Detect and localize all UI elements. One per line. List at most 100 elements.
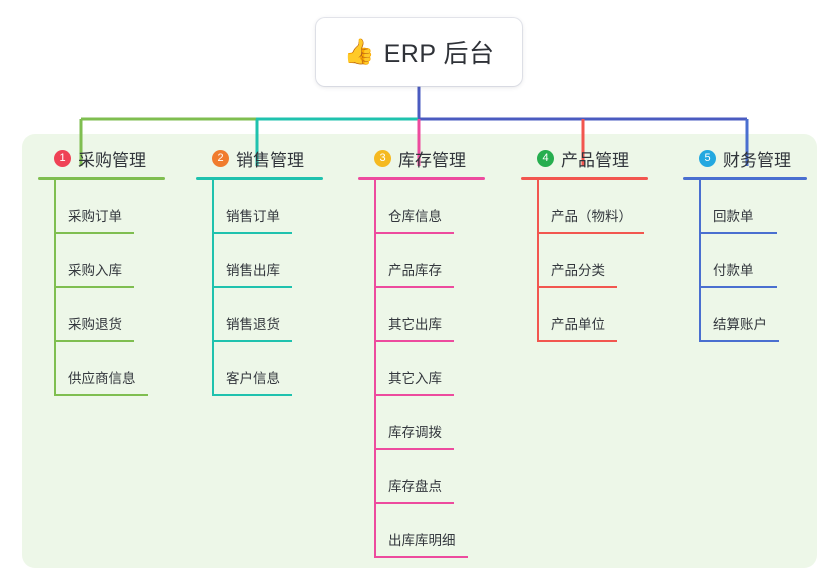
- branch-column-3: 3 库存管理仓库信息产品库存其它出库其它入库库存调拨库存盘点出库库明细: [358, 146, 485, 558]
- branch-spine: [54, 180, 56, 396]
- branch-item-underline: [212, 394, 292, 396]
- branch-item-list: 销售订单销售出库销售退货客户信息: [196, 180, 323, 396]
- branch-title: 财务管理: [723, 150, 791, 170]
- branch-item[interactable]: 产品（物料）: [521, 180, 648, 234]
- branch-item-label: 销售订单: [226, 209, 280, 224]
- branch-item-label: 采购订单: [68, 209, 122, 224]
- branch-column-4: 4 产品管理产品（物料） 产品分类产品单位: [521, 146, 648, 342]
- branch-item-underline: [699, 340, 779, 342]
- root-node-content: 👍 ERP 后台: [343, 34, 494, 70]
- branch-column-1: 1 采购管理采购订单采购入库采购退货供应商信息: [38, 146, 165, 396]
- branch-item[interactable]: 销售出库: [196, 234, 323, 288]
- branch-item-label: 产品库存: [388, 263, 442, 278]
- branch-item-label: 结算账户: [713, 317, 767, 332]
- branch-item-underline: [374, 340, 454, 342]
- branch-item[interactable]: 采购订单: [38, 180, 165, 234]
- branch-item[interactable]: 其它入库: [358, 342, 485, 396]
- branch-underline: [38, 177, 165, 180]
- branch-header-5[interactable]: 5 财务管理: [683, 146, 807, 170]
- branch-item-underline: [699, 232, 777, 234]
- branch-item-underline: [374, 286, 454, 288]
- branch-item[interactable]: 供应商信息: [38, 342, 165, 396]
- branch-item[interactable]: 库存盘点: [358, 450, 485, 504]
- branch-item[interactable]: 产品分类: [521, 234, 648, 288]
- branch-item-underline: [212, 340, 292, 342]
- branch-item-underline: [374, 502, 454, 504]
- branch-item[interactable]: 产品库存: [358, 234, 485, 288]
- branch-item[interactable]: 库存调拨: [358, 396, 485, 450]
- branch-item[interactable]: 其它出库: [358, 288, 485, 342]
- branch-item-list: 产品（物料） 产品分类产品单位: [521, 180, 648, 342]
- branch-spine: [537, 180, 539, 342]
- branch-column-5: 5 财务管理回款单付款单结算账户: [683, 146, 807, 342]
- branch-item-label: 采购退货: [68, 317, 122, 332]
- branch-number-badge: 1: [54, 149, 71, 167]
- branch-item-label: 产品（物料）: [551, 209, 632, 224]
- branch-item-label: 采购入库: [68, 263, 122, 278]
- branch-item-label: 其它入库: [388, 371, 442, 386]
- branch-item-label: 其它出库: [388, 317, 442, 332]
- branch-item-underline: [54, 232, 134, 234]
- branch-title: 库存管理: [398, 150, 466, 170]
- branch-header-3[interactable]: 3 库存管理: [358, 146, 485, 170]
- branch-item[interactable]: 采购入库: [38, 234, 165, 288]
- branch-underline: [521, 177, 648, 180]
- branch-item-underline: [374, 394, 454, 396]
- branch-item-list: 采购订单采购入库采购退货供应商信息: [38, 180, 165, 396]
- branch-item-underline: [54, 340, 134, 342]
- branch-number-badge: 3: [374, 149, 391, 167]
- branch-item-label: 库存调拨: [388, 425, 442, 440]
- branch-item-underline: [374, 232, 454, 234]
- branch-item-underline: [537, 232, 644, 234]
- branch-item-underline: [54, 286, 134, 288]
- branch-item[interactable]: 销售订单: [196, 180, 323, 234]
- branch-item-label: 产品单位: [551, 317, 605, 332]
- branch-item[interactable]: 结算账户: [683, 288, 807, 342]
- branch-number-badge: 5: [699, 149, 716, 167]
- thumbs-up-icon: 👍: [343, 36, 375, 66]
- branch-item-label: 产品分类: [551, 263, 605, 278]
- branch-item[interactable]: 采购退货: [38, 288, 165, 342]
- branch-item[interactable]: 回款单: [683, 180, 807, 234]
- branch-item[interactable]: 销售退货: [196, 288, 323, 342]
- branch-spine: [212, 180, 214, 396]
- branch-item-label: 仓库信息: [388, 209, 442, 224]
- branch-title: 采购管理: [78, 150, 146, 170]
- branch-item-underline: [212, 232, 292, 234]
- branch-item-underline: [212, 286, 292, 288]
- root-node-title: ERP 后台: [383, 40, 495, 68]
- branch-item-underline: [537, 286, 617, 288]
- branch-item[interactable]: 出库库明细: [358, 504, 485, 558]
- branch-item-underline: [374, 556, 468, 558]
- branch-number-badge: 2: [212, 149, 229, 167]
- branch-underline: [196, 177, 323, 180]
- branch-underline: [358, 177, 485, 180]
- branch-header-4[interactable]: 4 产品管理: [521, 146, 648, 170]
- root-node[interactable]: 👍 ERP 后台: [316, 18, 522, 86]
- branch-item-label: 回款单: [713, 209, 754, 224]
- branch-item-underline: [537, 340, 617, 342]
- branch-item[interactable]: 客户信息: [196, 342, 323, 396]
- branch-item-label: 销售出库: [226, 263, 280, 278]
- branch-item-label: 库存盘点: [388, 479, 442, 494]
- branch-item-label: 销售退货: [226, 317, 280, 332]
- branch-title: 产品管理: [561, 150, 629, 170]
- branch-header-1[interactable]: 1 采购管理: [38, 146, 165, 170]
- branch-item[interactable]: 仓库信息: [358, 180, 485, 234]
- branch-item-label: 出库库明细: [388, 533, 456, 548]
- branch-item[interactable]: 产品单位: [521, 288, 648, 342]
- branch-number-badge: 4: [537, 149, 554, 167]
- branch-spine: [699, 180, 701, 342]
- branch-underline: [683, 177, 807, 180]
- branch-item-label: 供应商信息: [68, 371, 136, 386]
- branch-item-label: 客户信息: [226, 371, 280, 386]
- branch-item-underline: [699, 286, 777, 288]
- branch-item[interactable]: 付款单: [683, 234, 807, 288]
- branch-item-underline: [54, 394, 148, 396]
- branch-item-list: 回款单付款单结算账户: [683, 180, 807, 342]
- branch-item-list: 仓库信息产品库存其它出库其它入库库存调拨库存盘点出库库明细: [358, 180, 485, 558]
- branches-panel: [22, 134, 817, 568]
